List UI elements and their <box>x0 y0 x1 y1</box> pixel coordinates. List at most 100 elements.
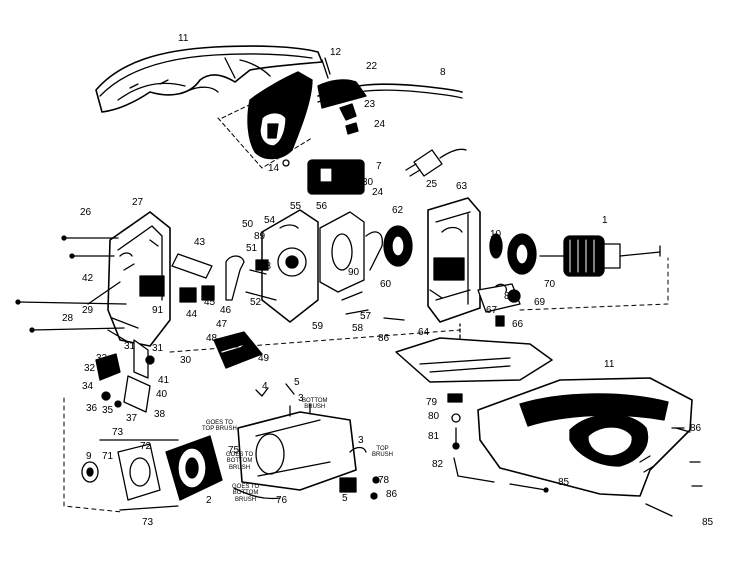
label-part-86a: 86 <box>378 333 390 344</box>
label-part-75: 75 <box>228 445 240 456</box>
label-part-86c: 86 <box>574 439 586 450</box>
label-part-5a: 5 <box>294 377 300 388</box>
label-part-33: 33 <box>96 353 108 364</box>
label-part-55: 55 <box>290 201 302 212</box>
label-part-24a: 24 <box>374 119 386 130</box>
brackets <box>383 283 521 327</box>
motor-housing <box>233 383 357 500</box>
label-part-80: 80 <box>428 411 440 422</box>
gear-housing <box>427 197 481 323</box>
note-goes-to-bottom-brush-a: GOES TO BOTTOM BRUSH <box>226 452 254 471</box>
label-part-82: 82 <box>432 459 444 470</box>
label-part-45: 45 <box>204 297 216 308</box>
switch <box>307 159 365 195</box>
label-part-31a: 31 <box>124 341 136 352</box>
label-part-26: 26 <box>80 207 92 218</box>
brush-holders <box>339 446 380 500</box>
label-part-30b: 30 <box>180 355 192 366</box>
label-part-62: 62 <box>392 205 404 216</box>
label-part-48: 48 <box>206 333 218 344</box>
cam-plate <box>319 211 365 293</box>
label-part-90: 90 <box>348 267 360 278</box>
label-part-49: 49 <box>258 353 270 364</box>
fan-assembly <box>341 225 413 315</box>
label-part-9: 9 <box>86 451 92 462</box>
label-part-12: 12 <box>330 47 342 58</box>
label-part-57: 57 <box>360 311 372 322</box>
label-part-25: 25 <box>426 179 438 190</box>
label-part-36: 36 <box>86 403 98 414</box>
label-part-53: 53 <box>260 261 272 272</box>
label-part-40: 40 <box>156 389 168 400</box>
label-part-7: 7 <box>376 161 382 172</box>
label-part-71: 71 <box>102 451 114 462</box>
label-part-11b: 11 <box>604 359 615 370</box>
label-part-86b: 86 <box>386 489 398 500</box>
top-handle-housing <box>95 45 323 113</box>
label-part-29: 29 <box>82 305 94 316</box>
label-part-67: 67 <box>486 305 498 316</box>
label-part-4: 4 <box>262 381 268 392</box>
label-part-10: 10 <box>490 229 502 240</box>
label-part-3b: 3 <box>358 435 364 446</box>
label-part-30a: 30 <box>362 177 374 188</box>
label-part-60: 60 <box>380 279 392 290</box>
label-part-43: 43 <box>194 237 206 248</box>
armature <box>539 235 661 277</box>
label-part-85b: 85 <box>702 517 714 528</box>
small-parts-cluster <box>171 253 263 369</box>
label-part-51: 51 <box>246 243 258 254</box>
label-part-1: 1 <box>602 215 608 226</box>
label-part-72: 72 <box>140 441 152 452</box>
label-part-54: 54 <box>264 215 276 226</box>
label-part-35: 35 <box>102 405 114 416</box>
label-part-46: 46 <box>220 305 232 316</box>
label-part-42: 42 <box>82 273 94 284</box>
label-part-31b: 31 <box>152 343 164 354</box>
label-part-22: 22 <box>366 61 378 72</box>
label-part-73b: 73 <box>142 517 154 528</box>
label-part-50: 50 <box>242 219 254 230</box>
label-part-3a: 3 <box>298 393 304 404</box>
gear-and-bearing <box>489 233 537 275</box>
screws-left <box>15 235 127 333</box>
label-part-85a: 85 <box>558 477 570 488</box>
trigger-handle <box>217 71 313 169</box>
label-part-38: 38 <box>154 409 166 420</box>
lower-left-parts <box>81 339 179 511</box>
label-part-69: 69 <box>534 297 546 308</box>
plug <box>405 148 467 177</box>
label-part-32: 32 <box>84 363 96 374</box>
lower-right-screws <box>447 393 691 517</box>
label-part-76: 76 <box>276 495 288 506</box>
label-part-24b: 24 <box>372 187 384 198</box>
note-top-brush: TOP BRUSH <box>372 446 394 459</box>
label-part-66: 66 <box>512 319 524 330</box>
label-part-81: 81 <box>428 431 440 442</box>
label-part-91: 91 <box>152 305 164 316</box>
assembly-guides <box>63 257 669 513</box>
label-part-11: 11 <box>178 33 189 44</box>
label-part-34: 34 <box>82 381 94 392</box>
label-part-86d: 86 <box>690 423 702 434</box>
label-part-37: 37 <box>126 413 138 424</box>
label-part-89: 89 <box>254 231 266 242</box>
label-part-8: 8 <box>440 67 446 78</box>
label-part-28: 28 <box>62 313 74 324</box>
label-part-27: 27 <box>132 197 144 208</box>
note-bottom-brush: BOTTOM BRUSH <box>302 398 328 411</box>
lower-right-housing <box>477 377 703 497</box>
rear-housing <box>107 211 171 347</box>
label-part-23: 23 <box>364 99 376 110</box>
label-part-78: 78 <box>378 475 390 486</box>
label-part-2: 2 <box>206 495 212 506</box>
label-part-73a: 73 <box>112 427 124 438</box>
label-part-58: 58 <box>352 323 364 334</box>
field-assembly <box>165 435 223 501</box>
label-part-63: 63 <box>456 181 468 192</box>
power-cord <box>317 57 463 135</box>
label-part-59: 59 <box>312 321 324 332</box>
label-part-41: 41 <box>158 375 170 386</box>
label-part-14: 14 <box>268 163 280 174</box>
